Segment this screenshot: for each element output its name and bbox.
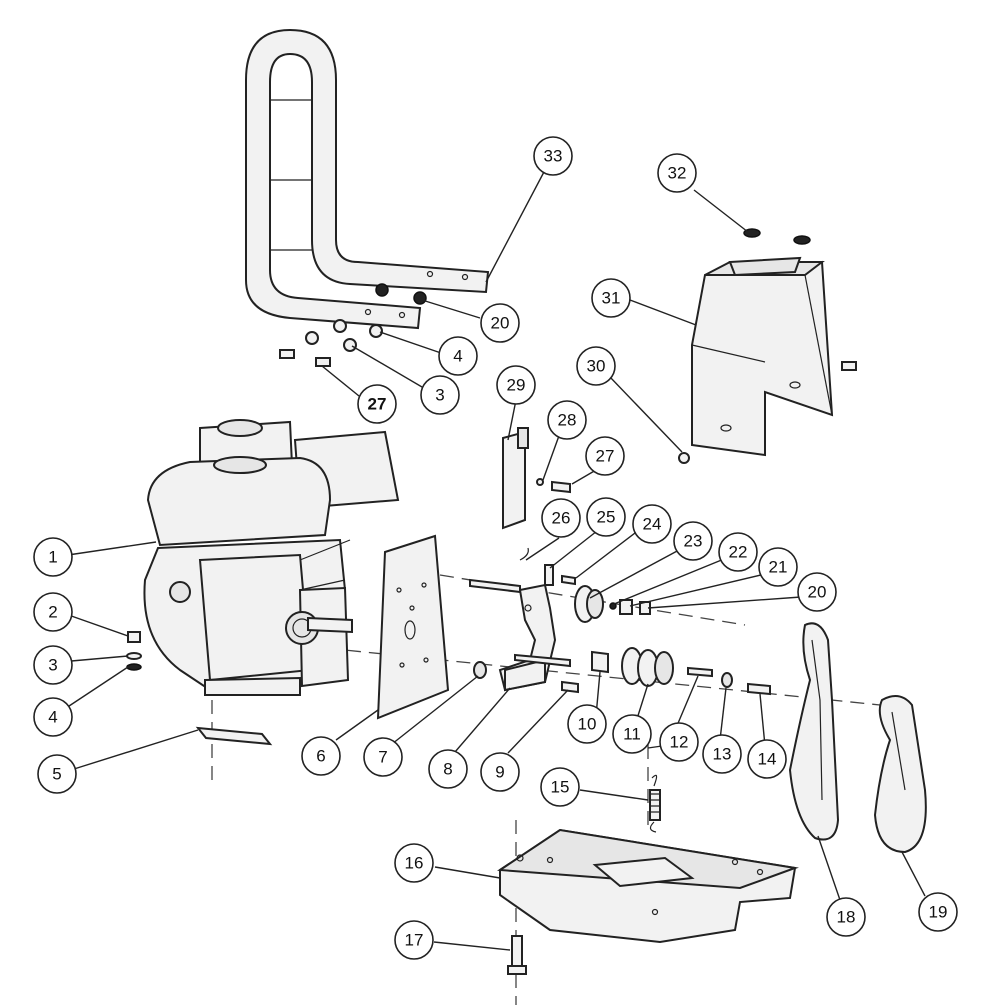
callout-17: 17 [394, 920, 434, 960]
callout-6: 6 [301, 736, 341, 776]
svg-text:7: 7 [378, 748, 387, 767]
svg-text:11: 11 [623, 725, 641, 744]
svg-text:5: 5 [52, 765, 61, 784]
callout-10: 10 [567, 704, 607, 744]
svg-text:4: 4 [48, 708, 57, 727]
callout-11: 11 [612, 714, 652, 754]
svg-text:16: 16 [405, 854, 424, 873]
callout-29: 29 [496, 365, 536, 405]
drive-belt-large [788, 622, 840, 841]
callout-26: 26 [541, 498, 581, 538]
svg-text:17: 17 [405, 931, 424, 950]
callout-4-left: 4 [33, 697, 73, 737]
svg-text:1: 1 [48, 548, 57, 567]
callout-13: 13 [702, 734, 742, 774]
callout-18: 18 [826, 897, 866, 937]
svg-text:3: 3 [435, 386, 444, 405]
rubber-caps [743, 228, 811, 245]
handle-bar [245, 28, 490, 330]
callout-23: 23 [673, 521, 713, 561]
svg-text:30: 30 [587, 357, 606, 376]
svg-text:8: 8 [443, 760, 452, 779]
callout-24: 24 [632, 504, 672, 544]
callout-2: 2 [33, 592, 73, 632]
spacer-plate [195, 726, 273, 746]
drive-belt-small [873, 695, 927, 854]
engine-mount-hardware [126, 631, 142, 671]
svg-text:4: 4 [453, 347, 462, 366]
callout-27-lower: 27 [585, 436, 625, 476]
tension-bracket [502, 427, 571, 530]
callout-16: 16 [394, 843, 434, 883]
callout-28: 28 [547, 400, 587, 440]
svg-text:10: 10 [578, 715, 597, 734]
callout-12: 12 [659, 722, 699, 762]
mounting-bracket [469, 578, 571, 692]
gasket-plate [376, 534, 450, 720]
idler-hardware [519, 547, 576, 586]
callout-33: 33 [533, 136, 573, 176]
callout-25: 25 [586, 497, 626, 537]
guard-screw [678, 452, 690, 464]
svg-text:29: 29 [507, 376, 526, 395]
svg-text:27: 27 [368, 395, 387, 414]
callout-14: 14 [747, 739, 787, 779]
callout-32: 32 [657, 153, 697, 193]
callout-19: 19 [918, 892, 958, 932]
svg-text:21: 21 [769, 558, 788, 577]
svg-text:18: 18 [837, 908, 856, 927]
belt-guard [691, 256, 857, 457]
svg-text:24: 24 [643, 515, 662, 534]
callout-31: 31 [591, 278, 631, 318]
callout-20-lower: 20 [797, 572, 837, 612]
callout-21: 21 [758, 547, 798, 587]
handle-hardware [279, 319, 383, 367]
callout-8: 8 [428, 749, 468, 789]
base-bolt [507, 935, 527, 975]
svg-text:23: 23 [684, 532, 703, 551]
svg-text:22: 22 [729, 543, 748, 562]
svg-text:27: 27 [596, 447, 615, 466]
callout-7: 7 [363, 737, 403, 777]
tension-spring [649, 774, 661, 833]
callout-5: 5 [37, 754, 77, 794]
svg-text:25: 25 [597, 508, 616, 527]
svg-text:20: 20 [808, 583, 827, 602]
callout-15: 15 [540, 767, 580, 807]
leader-lines [59, 169, 926, 951]
callouts: 33 32 31 30 29 28 27 27 26 25 24 23 22 2… [33, 136, 958, 960]
callout-27-upper: 27 [357, 384, 397, 424]
svg-text:9: 9 [495, 763, 504, 782]
callout-20-upper: 20 [480, 303, 520, 343]
engine [143, 419, 400, 696]
svg-text:19: 19 [929, 903, 948, 922]
callout-9: 9 [480, 752, 520, 792]
callout-1: 1 [33, 537, 73, 577]
svg-text:31: 31 [602, 289, 621, 308]
svg-text:12: 12 [670, 733, 689, 752]
svg-text:2: 2 [48, 603, 57, 622]
washer-and-bolt [473, 661, 579, 694]
svg-text:33: 33 [544, 147, 563, 166]
svg-text:6: 6 [316, 747, 325, 766]
svg-text:3: 3 [48, 656, 57, 675]
drive-pulley-assembly [591, 647, 771, 749]
svg-text:14: 14 [758, 750, 777, 769]
svg-text:20: 20 [491, 314, 510, 333]
callout-22: 22 [718, 532, 758, 572]
svg-text:26: 26 [552, 509, 571, 528]
base-plate [497, 828, 799, 944]
callout-4-right: 4 [438, 336, 478, 376]
svg-text:13: 13 [713, 745, 732, 764]
svg-text:28: 28 [558, 411, 577, 430]
callout-30: 30 [576, 346, 616, 386]
callout-3-left: 3 [33, 645, 73, 685]
callout-3-right: 3 [420, 375, 460, 415]
svg-text:32: 32 [668, 164, 687, 183]
svg-text:15: 15 [551, 778, 570, 797]
